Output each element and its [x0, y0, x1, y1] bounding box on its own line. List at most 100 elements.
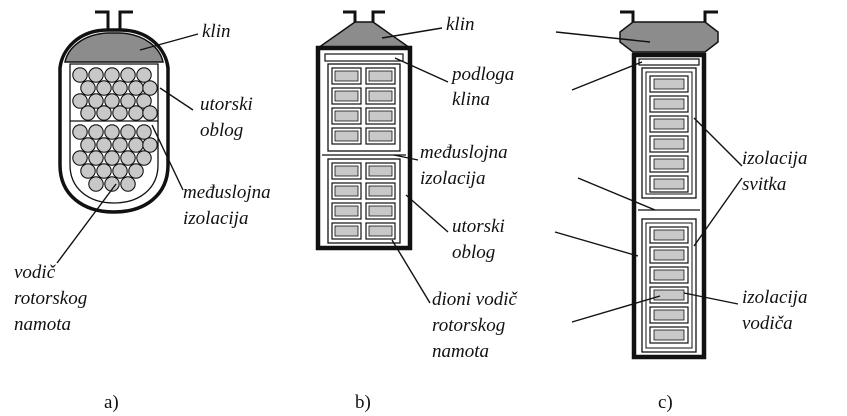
round-conductor — [72, 93, 88, 109]
c-wedge-underlay — [638, 58, 700, 66]
split-conductor-core — [334, 165, 359, 177]
split-conductor-core — [368, 205, 393, 217]
b-label-meduslojna: međuslojna — [420, 142, 508, 163]
figure-c — [619, 10, 719, 360]
c-leader-svitka-upper — [693, 117, 743, 167]
split-conductor-core — [334, 185, 359, 197]
split-conductor-core — [368, 130, 393, 142]
b-label-klina: klina — [452, 89, 490, 110]
a-label-oblog: oblog — [200, 120, 243, 141]
c-label-izolacija-svitka: izolacija — [742, 148, 807, 169]
round-conductor — [72, 124, 88, 140]
round-conductor — [136, 124, 152, 140]
round-conductor — [128, 80, 144, 96]
split-conductor-core — [334, 130, 359, 142]
leader-lines — [56, 27, 743, 323]
c-leader-podloga — [571, 61, 643, 91]
round-conductor — [120, 67, 136, 83]
round-conductor — [120, 124, 136, 140]
b-conductor-group — [331, 67, 396, 240]
conductor-core — [653, 158, 685, 170]
b-leader-utorski — [405, 194, 449, 233]
b-label-rotorskog: rotorskog — [432, 315, 505, 336]
round-conductor — [96, 80, 112, 96]
figure-a — [58, 10, 170, 214]
split-conductor-core — [368, 185, 393, 197]
c-label-izolacija-vodica: izolacija — [742, 287, 807, 308]
split-conductor-core — [368, 70, 393, 82]
c-leader-vodica — [683, 292, 739, 305]
round-conductor — [80, 105, 96, 121]
c-label-vodica: vodiča — [742, 313, 793, 334]
round-conductor — [72, 67, 88, 83]
conductor-core — [653, 329, 685, 341]
round-conductor — [80, 80, 96, 96]
c-upper-coil-inner — [645, 71, 693, 195]
a-leader-utorski — [159, 87, 194, 111]
round-conductor — [142, 80, 158, 96]
b-leader-dioni — [391, 239, 431, 304]
b-label-podloga: podloga — [450, 64, 514, 85]
c-leader-dioni — [571, 295, 661, 323]
conductor-core — [653, 98, 685, 110]
c-label-svitka: svitka — [742, 174, 786, 195]
round-conductor — [104, 93, 120, 109]
round-conductor — [96, 105, 112, 121]
round-conductor — [88, 176, 104, 192]
split-conductor-core — [334, 90, 359, 102]
round-conductor — [142, 105, 158, 121]
split-conductor-core — [368, 225, 393, 237]
round-conductor — [112, 80, 128, 96]
caption-b: b) — [355, 392, 371, 413]
c-leader-svitka-lower — [693, 177, 743, 247]
round-conductor — [80, 163, 96, 179]
round-conductor — [104, 124, 120, 140]
round-conductor — [142, 137, 158, 153]
split-conductor-core — [334, 205, 359, 217]
round-conductor — [120, 176, 136, 192]
c-leader-klin — [555, 31, 651, 43]
a-conductor-group — [72, 67, 158, 192]
a-label-namota: namota — [14, 314, 71, 335]
round-conductor — [96, 163, 112, 179]
round-conductor — [104, 176, 120, 192]
round-conductor — [112, 163, 128, 179]
b-label-utorski: utorski — [452, 216, 505, 237]
captions: a) b) c) — [104, 392, 673, 413]
a-label-rotorskog: rotorskog — [14, 288, 87, 309]
round-conductor — [136, 150, 152, 166]
labels: klin utorski oblog međuslojna izolacija … — [14, 14, 807, 362]
a-label-vodic: vodič — [14, 262, 57, 283]
round-conductor — [72, 150, 88, 166]
b-slot-opening — [343, 10, 385, 24]
round-conductor — [88, 150, 104, 166]
c-leader-meduslojna — [577, 177, 656, 211]
c-wedge — [619, 21, 719, 53]
a-slot-opening — [95, 10, 133, 30]
round-conductor — [112, 105, 128, 121]
conductor-core — [653, 269, 685, 281]
b-label-klin: klin — [446, 14, 475, 35]
a-label-izolacija: izolacija — [183, 208, 248, 229]
conductor-core — [653, 118, 685, 130]
a-label-utorski: utorski — [200, 94, 253, 115]
c-slot-opening — [620, 10, 718, 22]
caption-a: a) — [104, 392, 119, 413]
a-slot-liner — [69, 63, 159, 204]
a-leader-vodic — [56, 183, 117, 264]
b-wedge-underlay — [324, 53, 404, 62]
b-label-oblog: oblog — [452, 242, 495, 263]
b-leader-podloga — [394, 57, 449, 83]
round-conductor — [120, 150, 136, 166]
round-conductor — [80, 137, 96, 153]
split-conductor-core — [334, 70, 359, 82]
round-conductor — [104, 150, 120, 166]
figure-b — [315, 10, 413, 251]
split-conductor-core — [368, 165, 393, 177]
round-conductor — [88, 93, 104, 109]
b-leader-meduslojna — [393, 154, 419, 161]
round-conductor — [128, 163, 144, 179]
round-conductor — [104, 67, 120, 83]
a-leader-meduslojna — [151, 124, 184, 191]
